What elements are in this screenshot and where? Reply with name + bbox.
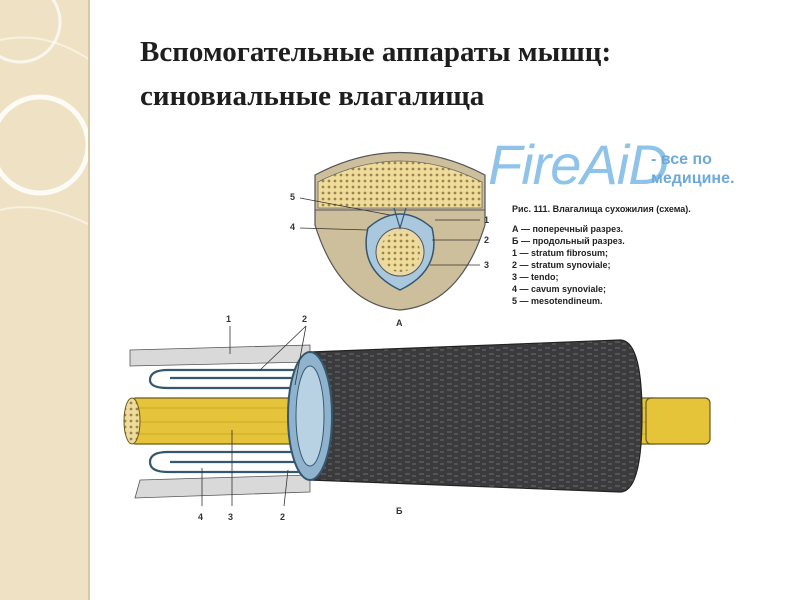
legend-row: 5 — mesotendineum.: [512, 296, 603, 306]
callout-a-2: 2: [484, 235, 489, 245]
callouts-a: 5 4 1 2 3 А: [290, 192, 489, 328]
legend-row: 1 — stratum fibrosum;: [512, 248, 609, 258]
figure-caption: Рис. 111. Влагалища сухожилия (схема).: [512, 204, 691, 214]
fibrous-sheath-b: [309, 339, 643, 493]
callout-a-5: 5: [290, 192, 295, 202]
tendon-fibers-a: [380, 232, 420, 272]
synovial-fold-top: [148, 368, 300, 390]
sidebar-divider: [88, 0, 90, 600]
bone-section: [317, 160, 483, 209]
figure-legend: Рис. 111. Влагалища сухожилия (схема). А…: [512, 203, 691, 307]
synovial-inner-ring-b: [295, 365, 325, 467]
fibrous-layer-bottom: [134, 474, 311, 499]
callout-a-4: 4: [290, 222, 295, 232]
legend-row: 2 — stratum synoviale;: [512, 260, 611, 270]
watermark-brand: FireAiD: [488, 133, 669, 196]
callout-b-3: 3: [228, 512, 233, 522]
title-line-2: синовиальные влагалища: [140, 80, 485, 112]
callout-b-1: 1: [226, 314, 231, 324]
callout-b-2-top: 2: [302, 314, 307, 324]
callouts-b: 1 2 4 3 2 Б: [198, 314, 403, 522]
tendon-end-b: [123, 397, 141, 445]
legend-row: А — поперечный разрез.: [512, 224, 624, 234]
callout-a-1: 1: [484, 215, 489, 225]
mesotendineum-a: [393, 207, 407, 231]
fireaid-watermark: FireAiD - все по медицине.: [488, 130, 768, 200]
slide-title: Вспомогательные аппараты мышц: синовиаль…: [140, 30, 611, 118]
callout-b-4: 4: [198, 512, 203, 522]
section-label-a: А: [396, 318, 403, 328]
sidebar-ornament: [0, 0, 90, 226]
legend-row: 4 — cavum synoviale;: [512, 284, 607, 294]
longitudinal-section-b: [123, 339, 711, 499]
tendon-exit-b: [645, 397, 711, 445]
callout-a-3: 3: [484, 260, 489, 270]
legend-row: Б — продольный разрез.: [512, 236, 625, 246]
watermark-tagline: - все по медицине.: [651, 151, 735, 187]
synovial-fold-bottom: [148, 450, 300, 474]
title-line-1: Вспомогательные аппараты мышц:: [140, 36, 612, 68]
callout-b-2-bottom: 2: [280, 512, 285, 522]
cross-section-a: [314, 151, 486, 311]
decorative-sidebar: [0, 0, 90, 600]
section-label-b: Б: [396, 506, 403, 516]
tendon-sheath-diagram: 5 4 1 2 3 А 1 2 4 3 2 Б: [123, 151, 711, 522]
legend-row: 3 — tendo;: [512, 272, 559, 282]
